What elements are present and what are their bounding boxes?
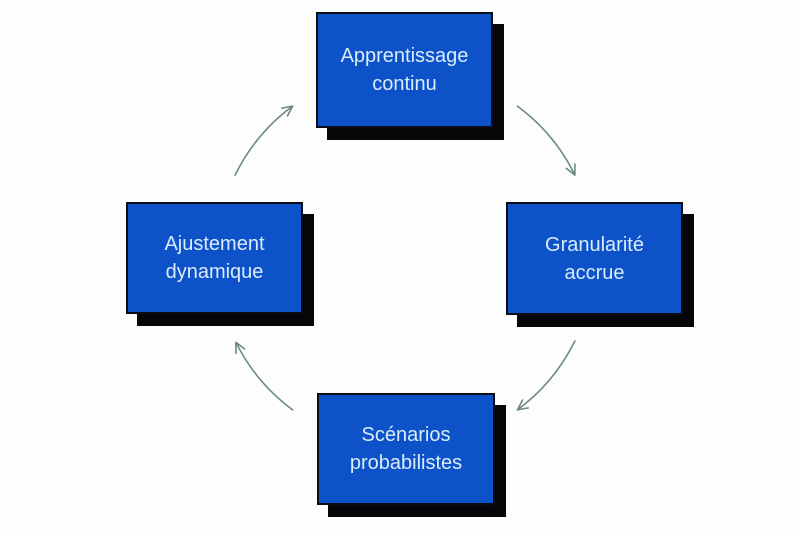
arrow-bottom-to-left <box>235 341 294 411</box>
node-apprentissage-continu: Apprentissage continu <box>316 12 493 128</box>
node-scenarios-probabilistes: Scénarios probabilistes <box>317 393 495 505</box>
arrow-left-to-top <box>234 105 294 176</box>
node-label: Apprentissage continu <box>340 45 469 95</box>
node-label: Ajustement dynamique <box>164 233 265 283</box>
arrow-top-to-right <box>516 105 576 176</box>
node-label: Scénarios probabilistes <box>349 424 463 474</box>
node-label: Granularité accrue <box>545 233 644 284</box>
node-ajustement-dynamique: Ajustement dynamique <box>126 202 303 314</box>
node-granularite-accrue: Granularité accrue <box>506 202 683 315</box>
arrow-right-to-bottom <box>516 340 576 411</box>
